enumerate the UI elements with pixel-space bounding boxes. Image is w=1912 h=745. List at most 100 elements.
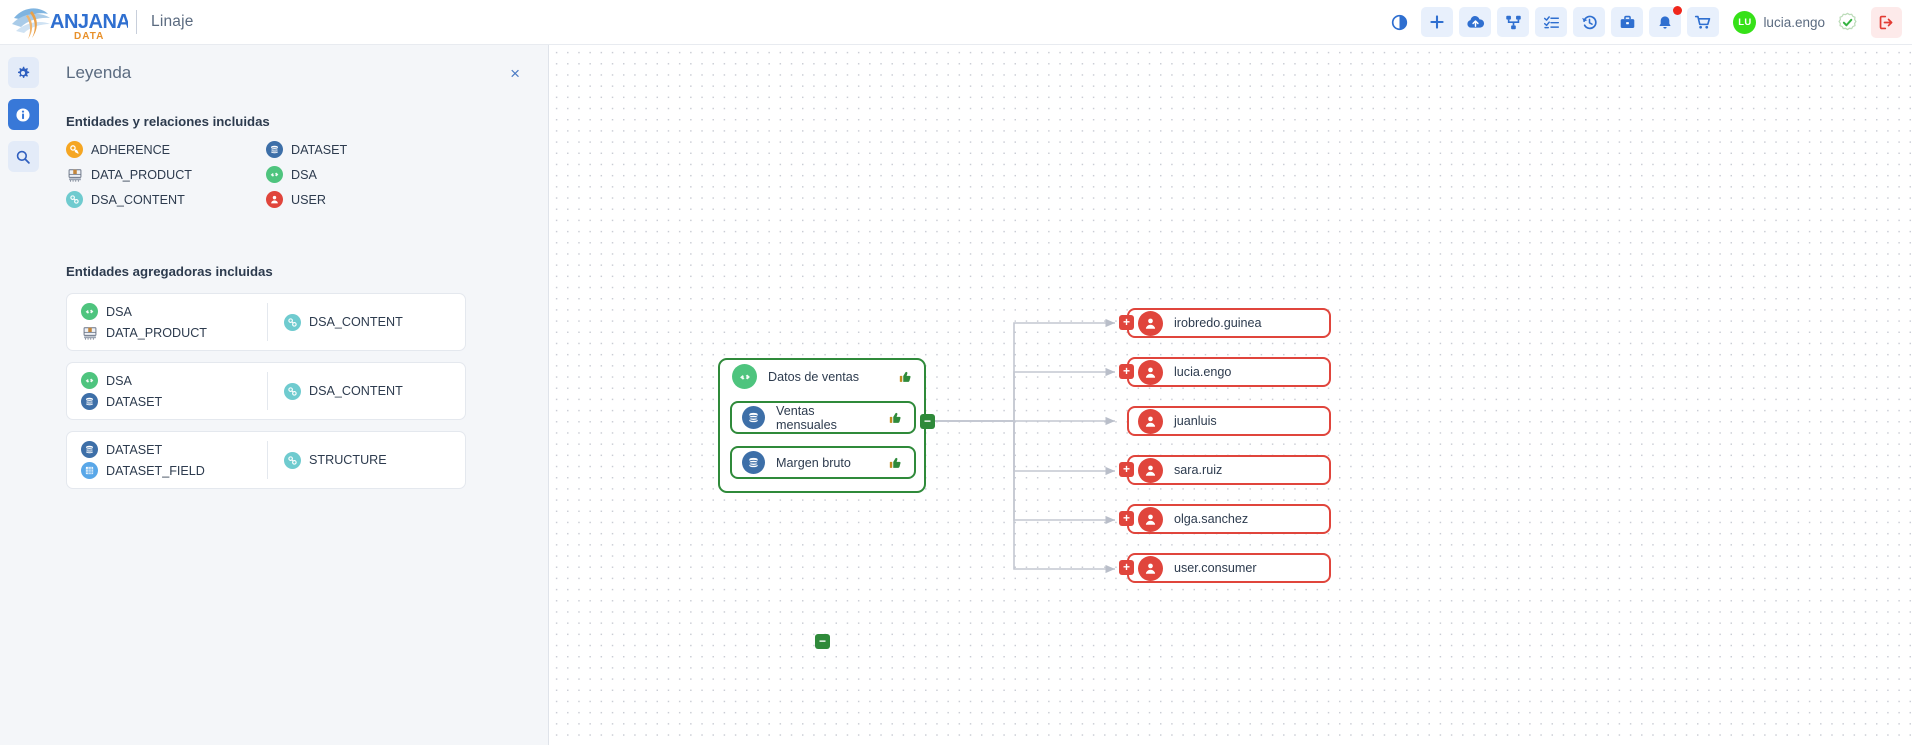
expand-user-button[interactable]: + [1119,364,1134,379]
expand-user-button[interactable]: + [1119,511,1134,526]
legend-entity-user: USER [266,191,466,208]
graph-group-title: Datos de ventas [768,369,860,384]
data-product-icon [81,324,98,341]
aggregator-divider [267,303,268,341]
aggregator-target-label: STRUCTURE [309,453,387,467]
legend-title: Leyenda [66,63,132,82]
legend-header: Leyenda × [66,63,524,84]
top-bar-actions: LU lucia.engo [1383,0,1912,45]
aggregator-card: DSA DATASET DSA_CONTENT [66,362,466,420]
sidebar-item-info[interactable] [7,99,39,130]
collapse-bottom-button[interactable]: − [815,634,830,649]
aggregator-divider [267,441,268,479]
lineage-icon[interactable] [1497,7,1530,37]
collapse-right-button[interactable]: − [920,414,935,429]
aggregator-source-label: DSA [106,373,132,388]
graph-child-node[interactable]: Margen bruto [730,446,916,479]
user-name: lucia.engo [1763,14,1825,30]
cart-icon[interactable] [1687,7,1720,37]
svg-text:DATA: DATA [74,31,104,42]
checklist-icon[interactable] [1535,7,1568,37]
contrast-icon[interactable] [1383,7,1415,37]
graph-user-node[interactable]: olga.sanchez [1127,504,1331,534]
close-icon[interactable]: × [510,64,520,83]
dsa-icon [81,372,98,389]
user-icon [266,191,283,208]
graph-user-title: user.consumer [1174,561,1257,575]
graph-user-node[interactable]: lucia.engo [1127,357,1331,387]
legend-entity-dsa_content: DSA_CONTENT [66,191,266,208]
aggregator-card: DSA DATA_PRODUCT DSA_CONTENT [66,293,466,351]
user-icon [1138,408,1163,434]
plus-icon[interactable] [1421,7,1454,37]
aggregators-section-title: Entidades agregadoras incluidas [66,264,273,279]
aggregator-target: DSA_CONTENT [268,294,465,350]
graph-group-node[interactable]: Datos de ventas Ven [718,358,926,493]
expand-user-button[interactable]: + [1119,315,1134,330]
top-bar: ANJANA DATA Linaje [0,0,1912,45]
graph-user-title: juanluis [1174,414,1217,428]
dsa-icon [266,166,283,183]
aggregator-target: DSA_CONTENT [268,363,465,419]
cloud-upload-icon[interactable] [1459,7,1492,37]
user-icon [1138,555,1163,581]
user-icon [1138,310,1163,336]
svg-text:ANJANA: ANJANA [50,11,128,33]
graph-child-title: Ventas mensuales [776,403,837,432]
aggregator-source: DATASET [81,441,267,458]
lineage-canvas[interactable]: Datos de ventas Ven [549,45,1912,745]
expand-user-button[interactable]: + [1119,560,1134,575]
user-icon [1138,359,1163,385]
user-menu[interactable]: LU lucia.engo [1733,10,1825,34]
graph-user-node[interactable]: irobredo.guinea [1127,308,1331,338]
dsa-content-icon [284,313,301,331]
logout-icon[interactable] [1871,6,1902,38]
briefcase-icon[interactable] [1611,7,1644,37]
dataset-icon [81,393,98,410]
aggregator-source-label: DATASET [106,442,163,457]
user-icon [1138,506,1163,532]
legend-entity-label: ADHERENCE [91,142,171,157]
dataset-icon [266,141,283,158]
legend-entity-label: USER [291,192,326,207]
brand-divider [136,10,137,34]
aggregator-card: DATASET DATASET_FIELD STRUCTURE [66,431,466,489]
graph-child-node[interactable]: Ventas mensuales [730,401,916,434]
check-badge-icon[interactable] [1836,11,1858,33]
page-title: Linaje [151,13,194,30]
bell-icon[interactable] [1649,6,1683,37]
graph-user-node[interactable]: sara.ruiz [1127,455,1331,485]
dsa-icon [732,364,757,389]
dsa-icon [81,303,98,320]
dsa-content-icon [66,191,83,208]
edge-layer [934,318,1115,574]
graph-user-node[interactable]: user.consumer [1127,553,1331,583]
aggregator-source: DSA [81,303,267,320]
aggregator-source-label: DATA_PRODUCT [106,325,207,340]
aggregator-target: STRUCTURE [268,432,465,488]
dsa-content-icon [284,382,301,400]
legend-panel: Leyenda × Entidades y relaciones incluid… [46,45,549,745]
avatar: LU [1733,10,1757,34]
adherence-icon [66,141,83,158]
brand[interactable]: ANJANA DATA Linaje [0,2,194,42]
dataset-icon [81,441,98,458]
aggregator-target-label: DSA_CONTENT [309,384,403,398]
sidebar-item-search[interactable] [7,141,39,172]
legend-entity-label: DSA [291,167,317,182]
graph-user-node[interactable]: juanluis [1127,406,1331,436]
aggregator-source-label: DATASET_FIELD [106,463,205,478]
legend-entity-dataset: DATASET [266,141,466,158]
aggregator-sources: DSA DATASET [67,363,267,419]
graph-group-header[interactable]: Datos de ventas [720,360,924,393]
anjana-data-logo: ANJANA DATA [10,2,131,42]
history-icon[interactable] [1573,7,1606,37]
sidebar-item-settings[interactable] [7,57,39,88]
legend-entity-label: DATA_PRODUCT [91,167,192,182]
expand-user-button[interactable]: + [1119,462,1134,477]
aggregator-source: DATASET [81,393,267,410]
legend-entity-data_product: DATA_PRODUCT [66,166,266,183]
graph-user-title: lucia.engo [1174,365,1232,379]
dataset-icon [742,451,765,474]
